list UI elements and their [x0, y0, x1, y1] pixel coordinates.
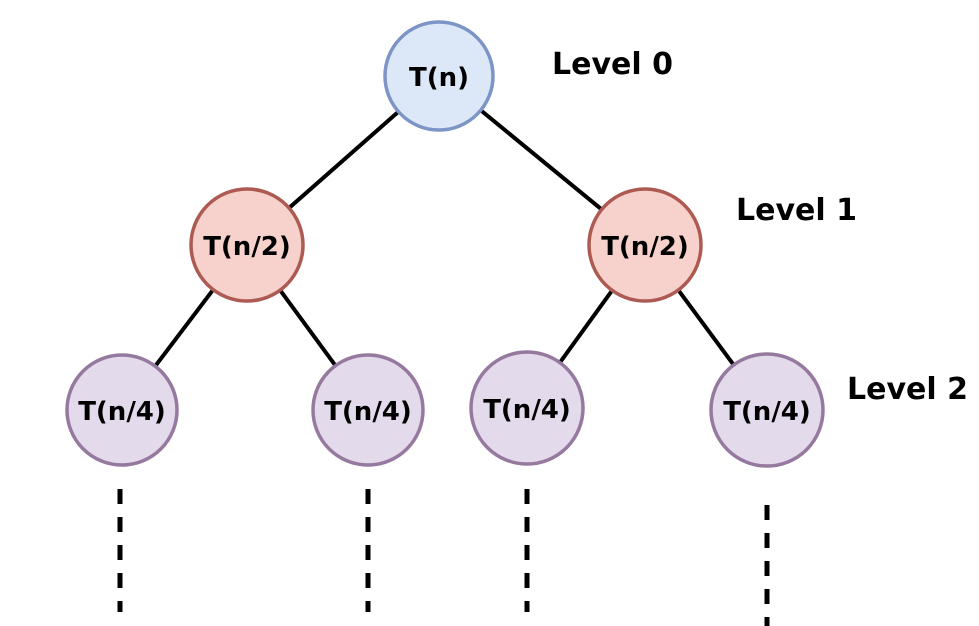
node-l2-1-label: T(n/4): [78, 397, 166, 427]
level-label-1: Level 1: [736, 193, 857, 228]
node-l2-4-label: T(n/4): [723, 397, 811, 427]
node-l1-left-label: T(n/2): [203, 232, 291, 262]
node-l1-left: [189, 187, 305, 303]
node-root-label: T(n): [409, 63, 469, 93]
node-l2-2: [311, 353, 425, 467]
level-label-0: Level 0: [552, 47, 673, 82]
node-l1-right: [587, 187, 703, 303]
node-l2-4: [709, 352, 825, 468]
node-l2-3: [469, 350, 585, 466]
node-l2-3-label: T(n/4): [483, 395, 571, 425]
level-label-2: Level 2: [847, 372, 968, 407]
node-l2-2-label: T(n/4): [324, 397, 412, 427]
node-root: [383, 20, 495, 132]
node-l2-1: [65, 353, 179, 467]
node-l1-right-label: T(n/2): [601, 232, 689, 262]
